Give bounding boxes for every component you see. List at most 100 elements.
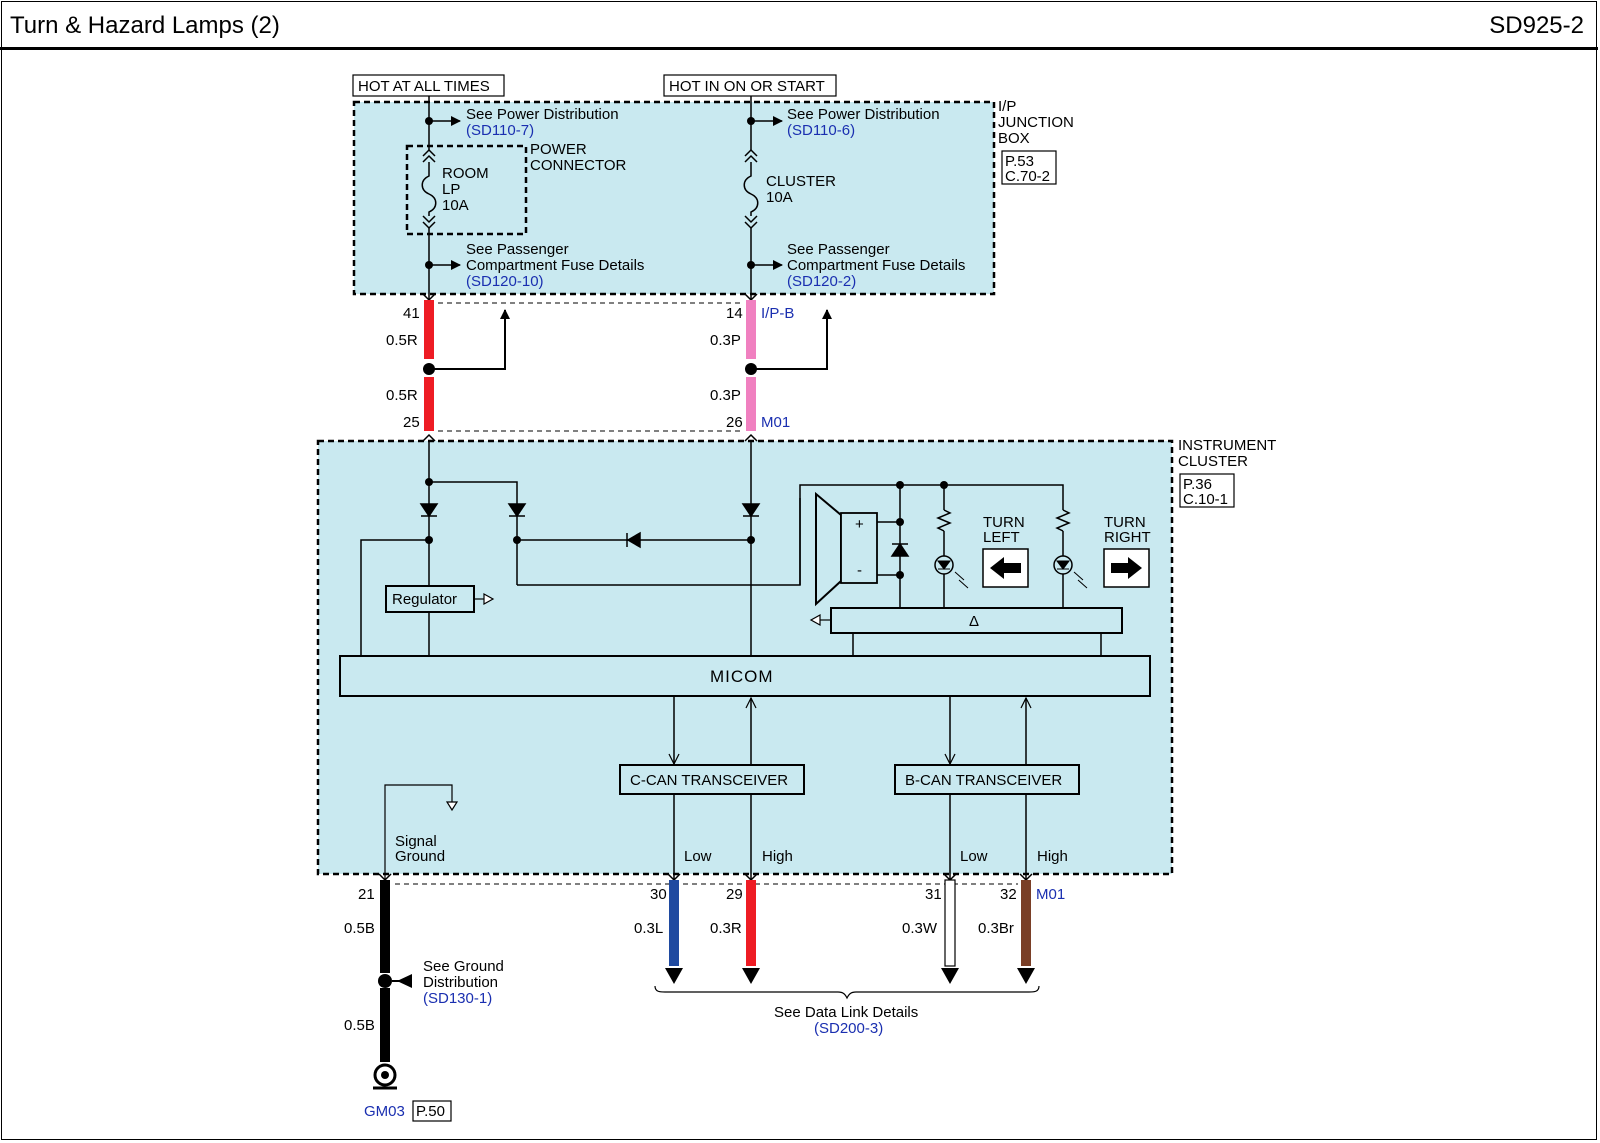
p50-box — [412, 1100, 452, 1122]
arrow-down-icon — [1017, 968, 1035, 984]
wire-brown — [1021, 880, 1031, 966]
ic-name-1: INSTRUMENT — [1178, 437, 1276, 454]
resistor-icon — [1055, 509, 1071, 532]
pin-30: 30 — [650, 886, 667, 903]
delta-label: Δ — [969, 613, 979, 630]
turn-right-1: TURN — [1104, 514, 1146, 531]
b-can-low: Low — [960, 848, 988, 865]
pin-29: 29 — [726, 886, 743, 903]
diode-icon — [741, 503, 761, 518]
diode-icon — [626, 531, 641, 549]
wire-03l: 0.3L — [634, 920, 663, 937]
see-datalink: See Data Link Details — [774, 1004, 918, 1021]
see-pass-left-2: Compartment Fuse Details — [466, 257, 644, 274]
pin-41: 41 — [403, 305, 420, 322]
b-can-label: B-CAN TRANSCEIVER — [905, 772, 1062, 789]
splice-dot — [378, 974, 392, 988]
ref-sd110-6: (SD110-6) — [787, 122, 855, 139]
wire-black-lower — [380, 988, 390, 1062]
fuse2-line2: 10A — [766, 189, 793, 206]
diode-icon — [890, 542, 910, 557]
wire-05b-upper: 0.5B — [344, 920, 375, 937]
ref-sd200-3: (SD200-3) — [814, 1020, 883, 1037]
ic-conn: C.10-1 — [1183, 491, 1228, 508]
hot-all-times-label: HOT AT ALL TIMES — [358, 78, 490, 95]
buzzer-body — [840, 512, 878, 584]
arrow-down-icon — [665, 968, 683, 984]
signal-ground-1: Signal — [395, 833, 437, 850]
driver-delta-box — [830, 607, 1123, 634]
conn-m01-top: M01 — [761, 414, 790, 431]
see-pass-right-1: See Passenger — [787, 241, 890, 258]
jb-conn: C.70-2 — [1005, 168, 1050, 185]
diode-icon — [419, 503, 439, 518]
fuse-room-lp-icon — [421, 148, 437, 230]
ref-sd120-2: (SD120-2) — [787, 273, 856, 290]
c-can-label: C-CAN TRANSCEIVER — [630, 772, 788, 789]
fuse1-line2: LP — [442, 181, 460, 198]
arrow-down-icon — [742, 968, 760, 984]
wire-black-upper — [380, 880, 390, 973]
hot-on-start-label: HOT IN ON OR START — [669, 78, 825, 95]
see-ground-2: Distribution — [423, 974, 498, 991]
jb-name-2: JUNCTION — [998, 114, 1074, 131]
ic-name-2: CLUSTER — [1178, 453, 1248, 470]
data-link-brace — [654, 985, 1040, 1000]
jb-ref-box — [1001, 150, 1057, 185]
fuse1-line1: ROOM — [442, 165, 489, 182]
turn-left-1: TURN — [983, 514, 1025, 531]
wire-03p-upper: 0.3P — [710, 332, 741, 349]
arrow-right-icon — [1111, 557, 1142, 579]
buzzer-minus: - — [857, 562, 862, 579]
splice-dot — [513, 536, 521, 544]
wire-pink-upper — [746, 300, 756, 359]
buzzer-plus: + — [855, 516, 864, 533]
p50-label: P.50 — [416, 1103, 445, 1120]
gm03-label: GM03 — [364, 1103, 405, 1120]
pin-32: 32 — [1000, 886, 1017, 903]
wire-03br: 0.3Br — [978, 920, 1014, 937]
jb-name-1: I/P — [998, 98, 1016, 115]
pin-21: 21 — [358, 886, 375, 903]
wire-05r-lower: 0.5R — [386, 387, 418, 404]
wire-03r: 0.3R — [710, 920, 742, 937]
splice-dot — [896, 481, 904, 489]
turn-right-2: RIGHT — [1104, 529, 1151, 546]
arrow-down-icon — [941, 968, 959, 984]
ref-sd130-1: (SD130-1) — [423, 990, 492, 1007]
pin-25: 25 — [403, 414, 420, 431]
splice-dot — [747, 536, 755, 544]
ref-sd120-10: (SD120-10) — [466, 273, 544, 290]
see-power-right: See Power Distribution — [787, 106, 940, 123]
wire-red-bottom — [746, 880, 756, 966]
wire-red-lower — [424, 377, 434, 431]
jb-page: P.53 — [1005, 153, 1034, 170]
arrow-left-icon — [990, 557, 1021, 579]
c-can-high: High — [762, 848, 793, 865]
see-power-left: See Power Distribution — [466, 106, 619, 123]
conn-m01-bottom: M01 — [1036, 886, 1065, 903]
wire-pink-lower — [746, 377, 756, 431]
see-pass-right-2: Compartment Fuse Details — [787, 257, 965, 274]
regulator-box — [385, 585, 475, 613]
jb-name-3: BOX — [998, 130, 1030, 147]
ref-sd110-7: (SD110-7) — [466, 122, 534, 139]
pin-26: 26 — [726, 414, 743, 431]
page-id: SD925-2 — [1489, 12, 1584, 39]
wire-white — [944, 879, 956, 967]
wire-red-upper — [424, 300, 434, 359]
hot-on-start-box — [663, 74, 837, 97]
conn-ipb: I/P-B — [761, 305, 794, 322]
c-can-low: Low — [684, 848, 712, 865]
wire-03p-lower: 0.3P — [710, 387, 741, 404]
regulator-label: Regulator — [392, 591, 457, 608]
ic-ref-box — [1179, 473, 1235, 508]
splice-dot — [896, 518, 904, 526]
pin-31: 31 — [925, 886, 942, 903]
page-title: Turn & Hazard Lamps (2) — [10, 12, 280, 39]
micom-box — [339, 655, 1151, 697]
wire-05b-lower: 0.5B — [344, 1017, 375, 1034]
turn-left-2: LEFT — [983, 529, 1020, 546]
fuse1-line3: 10A — [442, 197, 469, 214]
